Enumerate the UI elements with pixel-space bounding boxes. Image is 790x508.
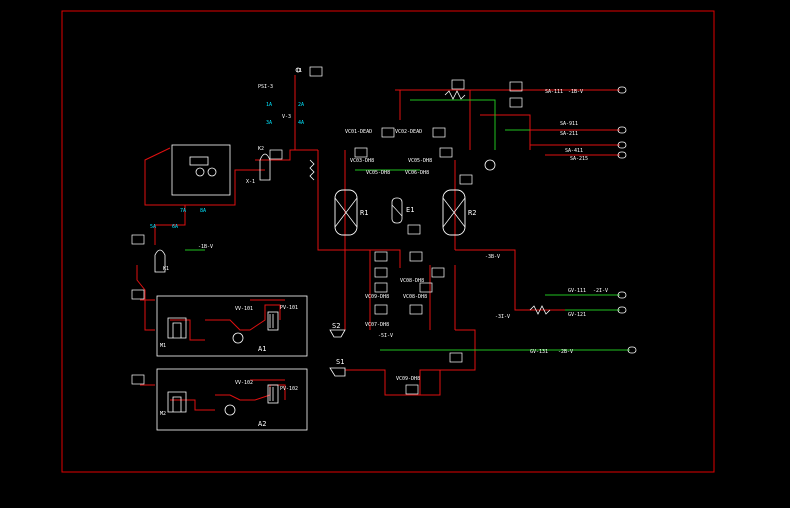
label-s2: S2 [332,322,340,330]
label-w1: VV-101 [235,306,253,312]
label-v6: VC06-DH8 [405,170,429,176]
label-r2: R2 [468,209,476,217]
label-tag3: -2I-V [593,288,608,294]
label-r1: R1 [360,209,368,217]
label-c1: 1A [266,102,272,108]
label-top-instr: I1 [296,68,302,74]
label-g1: GV-111 [568,288,586,294]
label-v2: VC02-DEAD [395,129,422,135]
label-p2: PV-102 [280,386,298,392]
label-m2: M2 [160,411,166,417]
label-line4: SA-411 [565,148,583,154]
label-v5: VC05-DH8 [366,170,390,176]
adsorber-r1 [334,189,358,236]
label-c4: 4A [298,120,304,126]
label-tag4: -1B-V [198,244,213,250]
red-pipelines [136,75,620,411]
label-tag5: -3B-V [485,254,500,260]
label-line2: SA-911 [560,121,578,127]
silencer-s1 [329,367,346,377]
label-line5: SA-215 [570,156,588,162]
label-g2: GV-121 [568,312,586,318]
instrument-boxes [131,66,523,395]
label-v3: VC03-DH8 [350,158,374,164]
label-c5: 5A [150,224,156,230]
dryer-heater-element [189,156,209,166]
label-m1: M1 [160,343,166,349]
label-tag1: -5I-V [378,333,393,339]
green-pipelines [185,99,630,351]
label-tag2: -3I-V [495,314,510,320]
drawing-frame [61,10,715,473]
label-a1: A1 [258,345,266,353]
label-c7: 7A [180,208,186,214]
label-d1: PSI-3 [258,84,273,90]
label-tag6: -2B-V [558,349,573,355]
label-k2: K2 [258,146,264,152]
compressor-a2-internals [167,311,279,344]
pressure-indicator [484,159,496,171]
label-c6: 6A [172,224,178,230]
filter-e1 [391,197,403,224]
silencer-s2 [329,329,346,338]
label-c3: 3A [266,120,272,126]
dryer-pump-symbol [195,167,205,177]
compressor-package-a3 [156,368,308,431]
label-d2: V-3 [282,114,291,120]
label-p1: PV-101 [280,305,298,311]
label-d3: X-1 [246,179,255,185]
expansion-joint-left [309,159,315,181]
label-a2: A2 [258,420,266,428]
label-line1: SA-111 [545,89,563,95]
label-w2: VV-102 [235,380,253,386]
pipe-end-caps [617,86,637,354]
label-line3: SA-211 [560,131,578,137]
compressor-package-a2 [156,295,308,357]
label-line1b: -1B-V [568,89,583,95]
dryer-fan-symbol [207,167,217,177]
expansion-joint-right [529,305,551,315]
label-v9: VC08-DH8 [403,294,427,300]
top-instrument-tap [295,67,301,73]
receiver-vessel-k [154,249,166,273]
label-v1: VC01-DEAD [345,129,372,135]
adsorber-r2 [442,189,466,236]
label-c8: 8A [200,208,206,214]
receiver-vessel-r0 [259,153,271,181]
label-k1: K1 [163,266,169,272]
label-e1: E1 [406,206,414,214]
label-c2: 2A [298,102,304,108]
label-v7: VC08-DH8 [400,278,424,284]
label-v4: VC05-DH8 [408,158,432,164]
expansion-joint-top [444,90,466,100]
label-v10: VC07-DH8 [365,322,389,328]
label-s1: S1 [336,358,344,366]
label-v11: VC09-DH8 [396,376,420,382]
label-v8: VC09-DH8 [365,294,389,300]
dryer-package-box [171,144,231,196]
label-g3: GV-131 [530,349,548,355]
compressor-a3-internals [167,384,279,416]
